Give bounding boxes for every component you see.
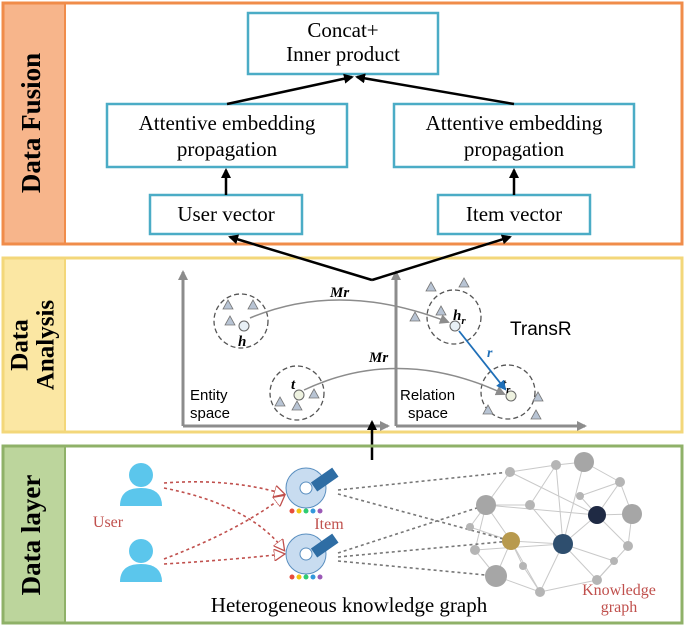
kg-node <box>535 587 545 597</box>
data-fusion-label-bg <box>4 4 65 243</box>
kg-node <box>615 477 625 487</box>
item-kg-links <box>337 471 512 577</box>
attentive-left-line2: propagation <box>177 137 278 161</box>
concat-inner-product-box <box>246 11 440 76</box>
kg-node <box>470 545 480 555</box>
attentive-right-line2: propagation <box>464 137 565 161</box>
item-vector-label: Item vector <box>466 202 562 226</box>
item-icon <box>285 467 339 514</box>
heterogeneous-kg-caption: Heterogeneous knowledge graph <box>211 593 488 617</box>
triangle-node <box>224 315 236 326</box>
mr-projection-tail-arrow <box>303 367 506 396</box>
user-icon <box>120 539 162 582</box>
data-analysis-label-line2: Analysis <box>33 300 60 391</box>
attentive-right-line1: Attentive embedding <box>426 111 603 135</box>
data-fusion-label: Data Fusion <box>16 53 46 193</box>
kg-node <box>551 460 561 470</box>
user-vector-label: User vector <box>177 202 274 226</box>
kg-node <box>476 495 496 515</box>
head-entity-node <box>238 320 250 332</box>
kg-node <box>610 557 618 565</box>
relation-space-label-line2: space <box>408 405 448 422</box>
projected-head-node <box>449 320 461 332</box>
tail-entity-cluster <box>269 365 325 421</box>
user-label: User <box>93 514 124 531</box>
entity-space-label-line2: space <box>190 405 230 422</box>
data-analysis-panel <box>1 256 684 434</box>
data-layer-label-bg <box>4 447 65 622</box>
kg-node <box>519 562 527 570</box>
kg-node <box>622 504 642 524</box>
kg-node <box>623 541 633 551</box>
triangle-node <box>530 409 542 420</box>
triangle-node <box>409 311 421 322</box>
projected-tail-node <box>505 390 517 402</box>
relation-space-label-line1: Relation <box>400 387 455 404</box>
triangle-node <box>458 277 470 288</box>
entity-space-label-line1: Entity <box>190 387 228 404</box>
triangle-node <box>532 391 544 402</box>
user-vector-box <box>148 193 304 236</box>
data-analysis-label-line1: Data <box>7 319 34 371</box>
knowledge-graph-label-line1: Knowledge <box>582 582 656 599</box>
kg-node <box>466 523 474 531</box>
mr-projection-head-arrow <box>249 299 450 324</box>
data-layer-panel <box>1 444 684 625</box>
triangle-node <box>482 404 494 415</box>
relation-vector-arrow <box>458 330 507 391</box>
arrow-attentive-right-to-concat <box>355 73 515 106</box>
triangle-node <box>425 281 437 292</box>
data-layer: Data layer <box>1 444 684 625</box>
kg-node <box>525 500 535 510</box>
relation-vector-label: r <box>487 346 493 361</box>
head-entity-label: h <box>238 334 246 350</box>
data-layer-label: Data layer <box>16 475 46 596</box>
user-icon <box>120 463 162 506</box>
projected-head-label: hr <box>453 308 466 327</box>
triangle-node <box>247 299 259 310</box>
inner-product-label: Inner product <box>286 42 400 66</box>
projected-tail-cluster <box>480 364 536 420</box>
user-item-interactions <box>163 481 284 565</box>
triangle-node <box>274 396 286 407</box>
data-analysis-layer: Data Analysis Entity space Relation spac… <box>1 234 684 434</box>
knowledge-graph-nodes <box>466 452 642 597</box>
projected-head-cluster <box>426 289 482 345</box>
tail-entity-label: t <box>291 377 296 393</box>
head-entity-cluster <box>213 293 269 349</box>
mr-label-bottom: Mr <box>368 350 388 366</box>
concat-label: Concat+ <box>307 18 378 42</box>
transr-label: TransR <box>510 319 572 340</box>
knowledge-graph-label-line2: graph <box>601 599 637 616</box>
kg-node <box>505 467 515 477</box>
item-label: Item <box>314 516 344 533</box>
data-fusion-layer: Data Fusion Concat+ Inner product Attent… <box>1 1 684 246</box>
kg-node <box>485 565 507 587</box>
kg-node <box>588 506 606 524</box>
kg-node <box>553 534 573 554</box>
arrow-attentive-left-to-concat <box>226 73 354 106</box>
triangle-node <box>308 388 320 399</box>
kg-node <box>592 575 602 585</box>
attentive-embedding-right-box <box>392 102 636 169</box>
tail-entity-node <box>293 389 305 401</box>
arrow-analysis-to-user-vector <box>228 234 373 282</box>
item-icon <box>285 533 339 580</box>
kg-node <box>502 532 520 550</box>
kg-node <box>574 452 594 472</box>
attentive-left-line1: Attentive embedding <box>139 111 316 135</box>
kg-node <box>576 492 584 500</box>
arrow-analysis-to-item-vector <box>371 234 512 282</box>
triangle-node <box>222 299 234 310</box>
data-analysis-label-bg <box>4 259 65 431</box>
triangle-node <box>291 400 303 411</box>
mr-label-top: Mr <box>329 285 349 301</box>
